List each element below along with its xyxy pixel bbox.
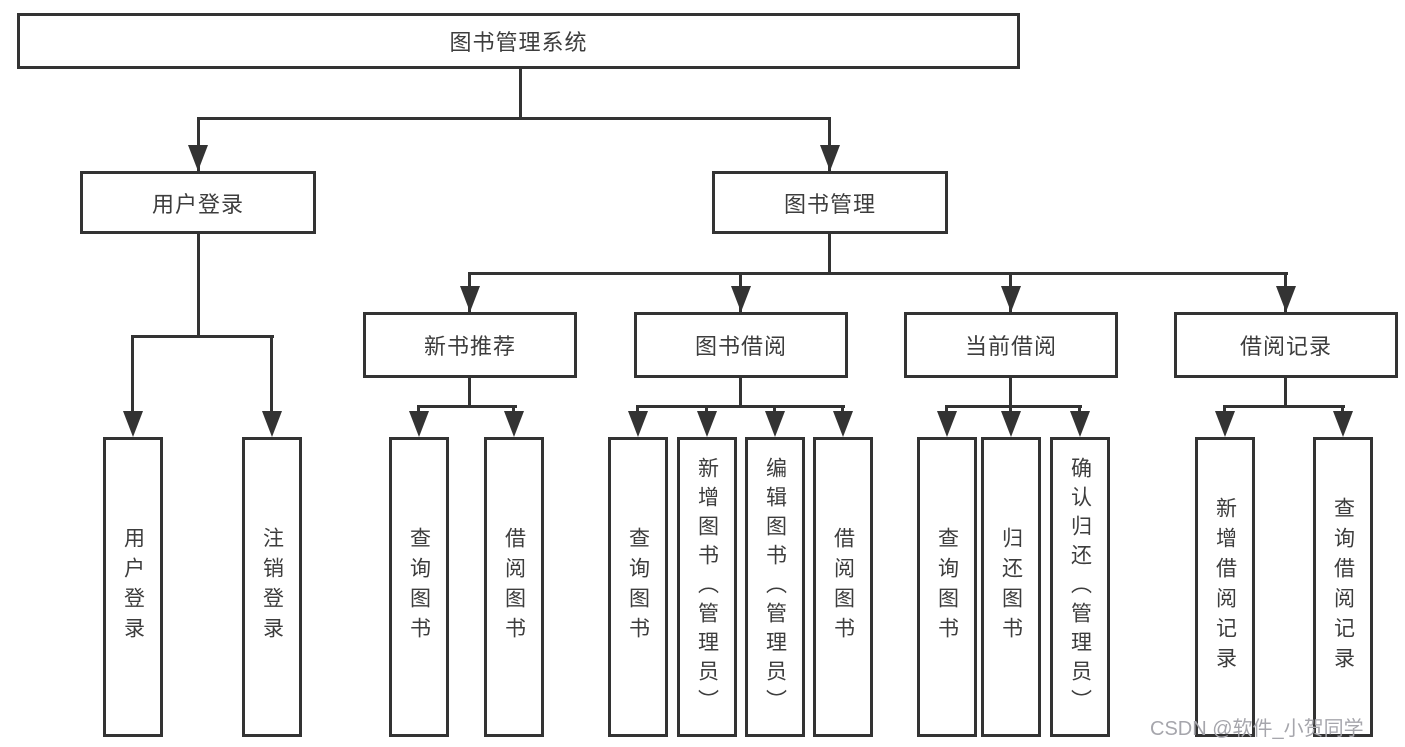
node-book-management-label: 图书管理 xyxy=(783,191,876,217)
node-book-management: 图书管理 xyxy=(712,171,948,234)
arrow-down-icon xyxy=(1001,411,1021,437)
leaf-confirm-return-admin-label: 确认归还（管理员） xyxy=(1068,456,1092,718)
connector-line xyxy=(417,405,517,408)
connector-line xyxy=(828,234,831,275)
connector-line xyxy=(945,405,1082,408)
connector-line xyxy=(131,335,274,338)
leaf-query-borrow-record-label: 查询借阅记录 xyxy=(1331,497,1355,677)
leaf-query-books-newbook-label: 查询图书 xyxy=(407,527,431,647)
leaf-edit-book-admin: 编辑图书（管理员） xyxy=(745,437,805,737)
connector-line xyxy=(739,378,742,408)
leaf-return-book: 归还图书 xyxy=(981,437,1041,737)
watermark: CSDN @软件_小贺同学 xyxy=(1150,718,1364,740)
node-system-root-label: 图书管理系统 xyxy=(449,30,588,55)
arrow-down-icon xyxy=(937,411,957,437)
node-user-login-label: 用户登录 xyxy=(151,191,244,217)
leaf-query-books-current-label: 查询图书 xyxy=(935,527,959,647)
leaf-borrow-books-newbook-label: 借阅图书 xyxy=(502,527,526,647)
node-current-borrow-label: 当前借阅 xyxy=(964,334,1057,359)
connector-line xyxy=(197,117,831,120)
leaf-borrow-books-borrow: 借阅图书 xyxy=(813,437,873,737)
arrow-down-icon xyxy=(731,286,751,312)
leaf-query-books-newbook: 查询图书 xyxy=(389,437,449,737)
connector-line xyxy=(636,405,845,408)
node-system-root: 图书管理系统 xyxy=(17,13,1020,69)
node-book-borrow: 图书借阅 xyxy=(634,312,848,378)
leaf-add-book-admin: 新增图书（管理员） xyxy=(677,437,737,737)
leaf-query-books-borrow-label: 查询图书 xyxy=(626,527,650,647)
arrow-down-icon xyxy=(123,411,143,437)
leaf-add-borrow-record-label: 新增借阅记录 xyxy=(1213,497,1237,677)
leaf-borrow-books-borrow-label: 借阅图书 xyxy=(831,527,855,647)
leaf-query-books-borrow: 查询图书 xyxy=(608,437,668,737)
leaf-logout-label: 注销登录 xyxy=(260,527,284,647)
leaf-user-login: 用户登录 xyxy=(103,437,163,737)
leaf-return-book-label: 归还图书 xyxy=(999,527,1023,647)
node-user-login: 用户登录 xyxy=(80,171,316,234)
leaf-user-login-label: 用户登录 xyxy=(121,527,145,647)
arrow-down-icon xyxy=(833,411,853,437)
node-book-borrow-label: 图书借阅 xyxy=(694,334,787,359)
arrow-down-icon xyxy=(409,411,429,437)
leaf-confirm-return-admin: 确认归还（管理员） xyxy=(1050,437,1110,737)
arrow-down-icon xyxy=(1070,411,1090,437)
connector-line xyxy=(197,234,200,338)
leaf-query-borrow-record: 查询借阅记录 xyxy=(1313,437,1373,737)
arrow-down-icon xyxy=(820,145,840,171)
connector-line xyxy=(1009,378,1012,408)
node-current-borrow: 当前借阅 xyxy=(904,312,1118,378)
arrow-down-icon xyxy=(1215,411,1235,437)
node-borrow-records-label: 借阅记录 xyxy=(1239,334,1332,359)
connector-line xyxy=(1223,405,1345,408)
leaf-logout: 注销登录 xyxy=(242,437,302,737)
arrow-down-icon xyxy=(628,411,648,437)
arrow-down-icon xyxy=(262,411,282,437)
leaf-add-borrow-record: 新增借阅记录 xyxy=(1195,437,1255,737)
connector-line xyxy=(519,69,522,120)
arrow-down-icon xyxy=(1333,411,1353,437)
connector-line xyxy=(1284,378,1287,408)
node-new-book-recommend: 新书推荐 xyxy=(363,312,577,378)
connector-line xyxy=(468,272,1288,275)
node-new-book-recommend-label: 新书推荐 xyxy=(423,334,516,359)
arrow-down-icon xyxy=(1001,286,1021,312)
leaf-add-book-admin-label: 新增图书（管理员） xyxy=(695,456,719,718)
arrow-down-icon xyxy=(460,286,480,312)
leaf-edit-book-admin-label: 编辑图书（管理员） xyxy=(763,456,787,718)
connector-line xyxy=(197,117,200,171)
leaf-borrow-books-newbook: 借阅图书 xyxy=(484,437,544,737)
arrow-down-icon xyxy=(188,145,208,171)
connector-line xyxy=(270,335,273,423)
arrow-down-icon xyxy=(504,411,524,437)
connector-line xyxy=(828,117,831,171)
connector-line xyxy=(131,335,134,423)
connector-line xyxy=(468,378,471,408)
node-borrow-records: 借阅记录 xyxy=(1174,312,1398,378)
arrow-down-icon xyxy=(1276,286,1296,312)
arrow-down-icon xyxy=(765,411,785,437)
arrow-down-icon xyxy=(697,411,717,437)
leaf-query-books-current: 查询图书 xyxy=(917,437,977,737)
